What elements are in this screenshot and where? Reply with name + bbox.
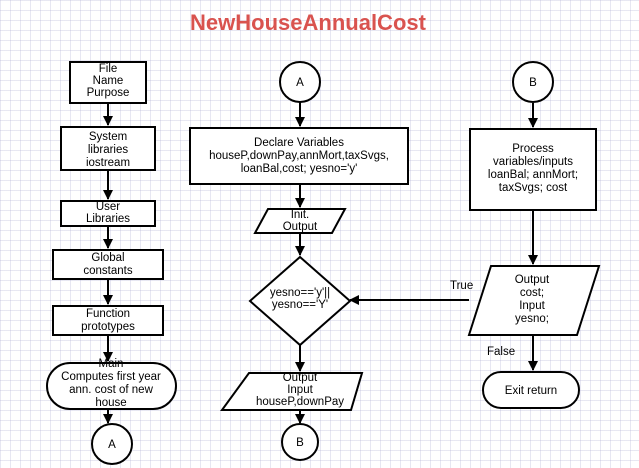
node-connector-b-bottom: B bbox=[281, 423, 319, 461]
svg-text:yesno=='y'||yesno=='Y': yesno=='y'||yesno=='Y' bbox=[270, 287, 330, 311]
label-line: libraries bbox=[88, 144, 129, 156]
label-line: A bbox=[296, 77, 304, 89]
diagram-title: NewHouseAnnualCost bbox=[190, 10, 427, 35]
label-line: houseP,downPay bbox=[256, 396, 344, 408]
label-line: Main bbox=[99, 358, 124, 370]
label-line: yesno=='Y' bbox=[272, 299, 328, 311]
label-line: B bbox=[529, 77, 537, 89]
label-line: constants bbox=[83, 265, 132, 277]
label-line: Input bbox=[519, 300, 545, 312]
label-line: Init. bbox=[291, 209, 310, 221]
node-connector-b-top: B bbox=[512, 61, 554, 103]
node-exit-return: Exit return bbox=[482, 371, 580, 409]
node-connector-a-top: A bbox=[279, 61, 321, 103]
label-line: Exit return bbox=[505, 385, 557, 397]
label-line: Input bbox=[287, 384, 313, 396]
label-line: cost; bbox=[520, 287, 544, 299]
edges bbox=[103, 102, 538, 424]
node-decision: yesno=='y'||yesno=='Y' bbox=[248, 255, 352, 347]
label-line: Output bbox=[283, 372, 318, 384]
label-line: loanBal; annMort; bbox=[488, 169, 578, 181]
label-line: Output bbox=[515, 274, 550, 286]
label-line: yesno=='y'|| bbox=[270, 287, 330, 299]
label-line: Output bbox=[283, 221, 318, 233]
svg-text:A: A bbox=[108, 439, 116, 451]
label-line: Function bbox=[86, 308, 130, 320]
label-line: houseP,downPay,annMort,taxSvgs, bbox=[209, 150, 389, 162]
node-init-output: Init.Output bbox=[253, 208, 347, 234]
label-line: System bbox=[89, 131, 127, 143]
label-line: File bbox=[99, 63, 118, 75]
label-line: Name bbox=[93, 75, 124, 87]
label-line: prototypes bbox=[81, 321, 135, 333]
label-line: B bbox=[296, 437, 304, 449]
label-line: taxSvgs; cost bbox=[499, 182, 568, 194]
label-line: ann. cost of new bbox=[69, 384, 153, 396]
svg-text:B: B bbox=[296, 437, 304, 449]
label-line: Libraries bbox=[86, 213, 130, 225]
label-line: Computes first year bbox=[61, 371, 161, 383]
svg-text:Exit return: Exit return bbox=[505, 385, 557, 397]
svg-text:A: A bbox=[296, 77, 304, 89]
svg-text:Init.Output: Init.Output bbox=[283, 209, 318, 233]
edge-label-false: False bbox=[487, 346, 515, 358]
label-line: User bbox=[96, 201, 120, 213]
label-line: A bbox=[108, 439, 116, 451]
node-connector-a-bottom: A bbox=[91, 423, 133, 465]
svg-text:B: B bbox=[529, 77, 537, 89]
edge-label-true: True bbox=[450, 280, 473, 292]
label-line: variables/inputs bbox=[493, 156, 573, 168]
label-line: iostream bbox=[86, 157, 130, 169]
label-line: house bbox=[95, 397, 126, 409]
label-line: Global bbox=[91, 252, 124, 264]
label-line: yesno; bbox=[515, 313, 549, 325]
label-line: loanBal,cost; yesno='y' bbox=[241, 163, 358, 175]
label-line: Process bbox=[512, 143, 554, 155]
label-line: Declare Variables bbox=[254, 137, 344, 149]
label-line: Purpose bbox=[87, 87, 130, 99]
